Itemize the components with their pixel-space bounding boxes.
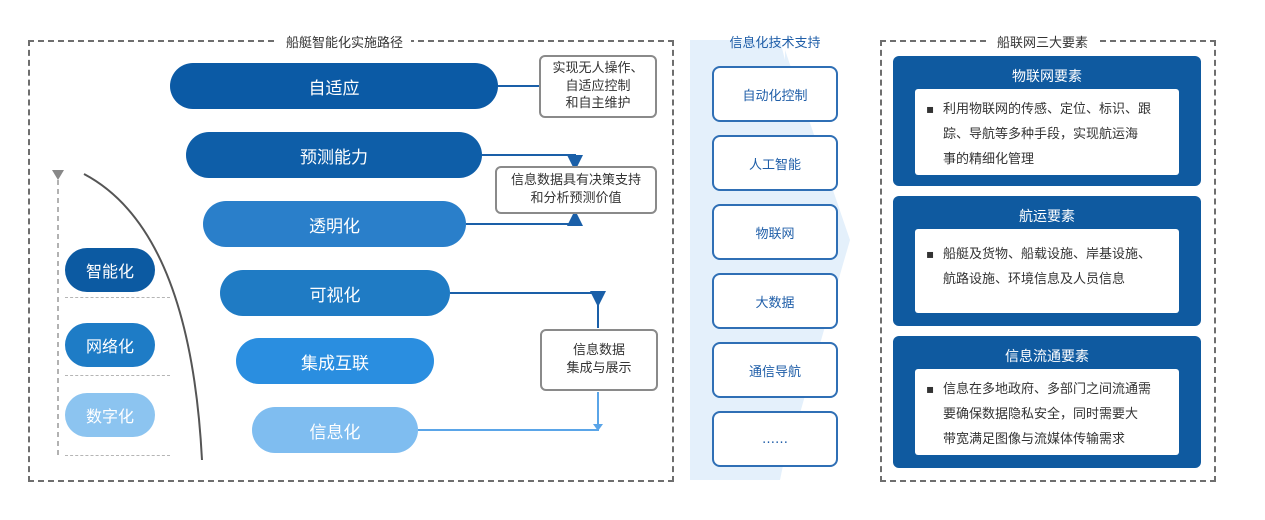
- card-line: 信息在多地政府、多部门之间流通需: [943, 382, 1152, 397]
- note-adaptive: 实现无人操作、 自适应控制 和自主维护: [539, 55, 657, 118]
- card-title: 航运要素: [1019, 209, 1075, 225]
- pill-transparency: 透明化: [203, 201, 466, 247]
- pill-visualization: 可视化: [220, 270, 450, 316]
- card-title: 物联网要素: [1012, 69, 1082, 85]
- card-body: ▪ 船艇及货物、船载设施、岸基设施、 航路设施、环境信息及人员信息: [915, 229, 1179, 313]
- note-line: 实现无人操作、: [552, 61, 644, 77]
- pill-adaptive: 自适应: [170, 63, 498, 109]
- stage-intelligent: 智能化: [65, 248, 155, 292]
- stage-digital: 数字化: [65, 393, 155, 437]
- tech-automation-control: 自动化控制: [712, 66, 838, 122]
- tech-more: ……: [712, 411, 838, 467]
- pill-prediction: 预测能力: [186, 132, 482, 178]
- tech-communication-navigation: 通信导航: [712, 342, 838, 398]
- pill-integration: 集成互联: [236, 338, 434, 384]
- note-line: 自适应控制: [565, 78, 631, 94]
- stage-divider: [65, 297, 170, 298]
- note-line: 信息数据具有决策支持: [510, 173, 641, 189]
- card-line: 船艇及货物、船载设施、岸基设施、: [943, 247, 1152, 262]
- pill-informatization: 信息化: [252, 407, 418, 453]
- note-line: 集成与展示: [566, 361, 632, 376]
- tech-big-data: 大数据: [712, 273, 838, 329]
- bullet-icon: ▪: [926, 247, 935, 261]
- bullet-icon: ▪: [926, 102, 935, 116]
- connector-lines: [418, 85, 606, 431]
- tech-internet-of-things: 物联网: [712, 204, 838, 260]
- stage-curve-graphic: [52, 170, 203, 461]
- card-line: 要确保数据隐私安全，同时需要大: [943, 407, 1139, 422]
- note-data-integration: 信息数据 集成与展示: [540, 329, 658, 391]
- implementation-path-title: 船艇智能化实施路径: [278, 32, 412, 51]
- ship-network-elements-title: 船联网三大要素: [989, 32, 1097, 51]
- card-line: 利用物联网的传感、定位、标识、跟: [943, 102, 1152, 117]
- stage-networked: 网络化: [65, 323, 155, 367]
- card-line: 航路设施、环境信息及人员信息: [943, 272, 1126, 287]
- card-line: 带宽满足图像与流媒体传输需求: [943, 432, 1126, 447]
- card-body: ▪ 信息在多地政府、多部门之间流通需 要确保数据隐私安全，同时需要大 带宽满足图…: [915, 369, 1179, 455]
- card-line: 踪、导航等多种手段，实现航运海: [943, 127, 1139, 142]
- card-iot-element: 物联网要素 ▪ 利用物联网的传感、定位、标识、跟 踪、导航等多种手段，实现航运海…: [893, 56, 1201, 186]
- stage-divider: [65, 455, 170, 456]
- note-line: 和自主维护: [565, 96, 631, 112]
- bullet-icon: ▪: [926, 382, 935, 396]
- card-body: ▪ 利用物联网的传感、定位、标识、跟 踪、导航等多种手段，实现航运海 事的精细化…: [915, 89, 1179, 175]
- card-line: 事的精细化管理: [943, 152, 1035, 167]
- tech-support-title: 信息化技术支持: [729, 36, 821, 51]
- note-line: 和分析预测价值: [530, 191, 622, 206]
- stage-divider: [65, 375, 170, 376]
- note-decision-support: 信息数据具有决策支持 和分析预测价值: [495, 166, 657, 214]
- card-title: 信息流通要素: [1005, 349, 1089, 365]
- note-line: 信息数据: [572, 343, 625, 359]
- card-information-flow-element: 信息流通要素 ▪ 信息在多地政府、多部门之间流通需 要确保数据隐私安全，同时需要…: [893, 336, 1201, 468]
- card-shipping-element: 航运要素 ▪ 船艇及货物、船载设施、岸基设施、 航路设施、环境信息及人员信息: [893, 196, 1201, 326]
- tech-artificial-intelligence: 人工智能: [712, 135, 838, 191]
